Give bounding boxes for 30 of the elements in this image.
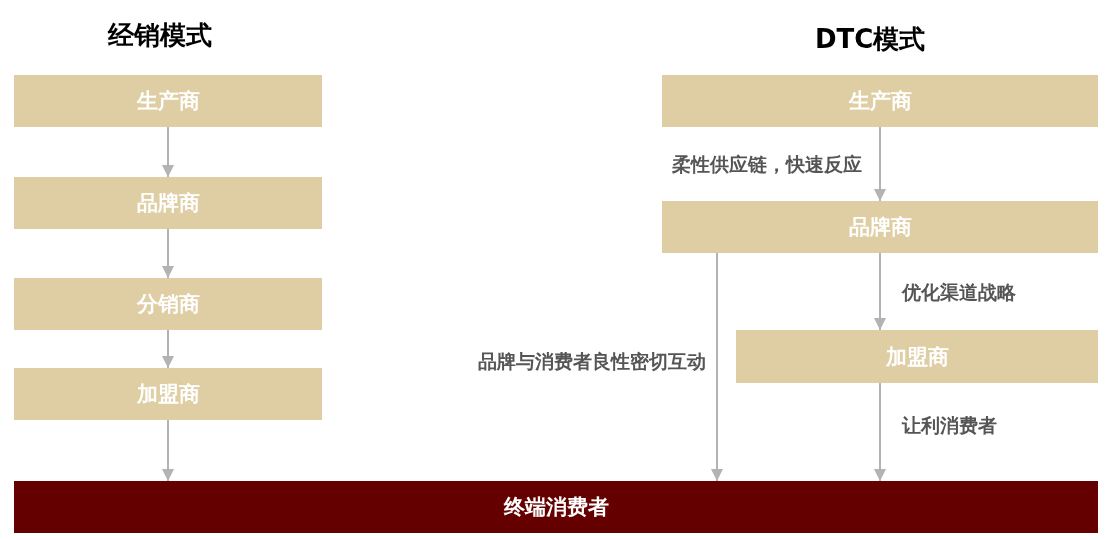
process-box <box>14 368 322 420</box>
arrow <box>162 126 174 178</box>
edge-label: 品牌与消费者良性密切互动 <box>478 349 706 374</box>
arrow <box>874 252 886 331</box>
column-heading: DTC模式 <box>815 23 926 56</box>
arrow <box>874 126 886 202</box>
process-box <box>14 75 322 127</box>
process-box <box>662 75 1098 127</box>
process-box <box>736 330 1098 383</box>
consumer-bar <box>14 481 1098 533</box>
arrow <box>162 228 174 279</box>
edge-label: 优化渠道战略 <box>902 280 1016 305</box>
node-label: 生产商 <box>848 88 912 115</box>
edge-label: 让利消费者 <box>902 413 997 438</box>
column-heading: 经销模式 <box>108 19 212 52</box>
arrow <box>711 252 723 482</box>
process-box <box>14 278 322 330</box>
arrow <box>874 382 886 482</box>
node-label: 品牌商 <box>136 190 200 217</box>
arrow <box>162 329 174 369</box>
process-box <box>14 177 322 229</box>
process-box <box>662 201 1098 253</box>
node-label: 终端消费者 <box>503 494 609 521</box>
arrow <box>162 419 174 482</box>
node-label: 生产商 <box>136 88 200 115</box>
node-label: 分销商 <box>136 291 200 318</box>
node-label: 加盟商 <box>885 343 949 371</box>
node-label: 加盟商 <box>136 381 200 408</box>
edge-label: 柔性供应链，快速反应 <box>672 152 862 177</box>
node-label: 品牌商 <box>848 214 912 241</box>
